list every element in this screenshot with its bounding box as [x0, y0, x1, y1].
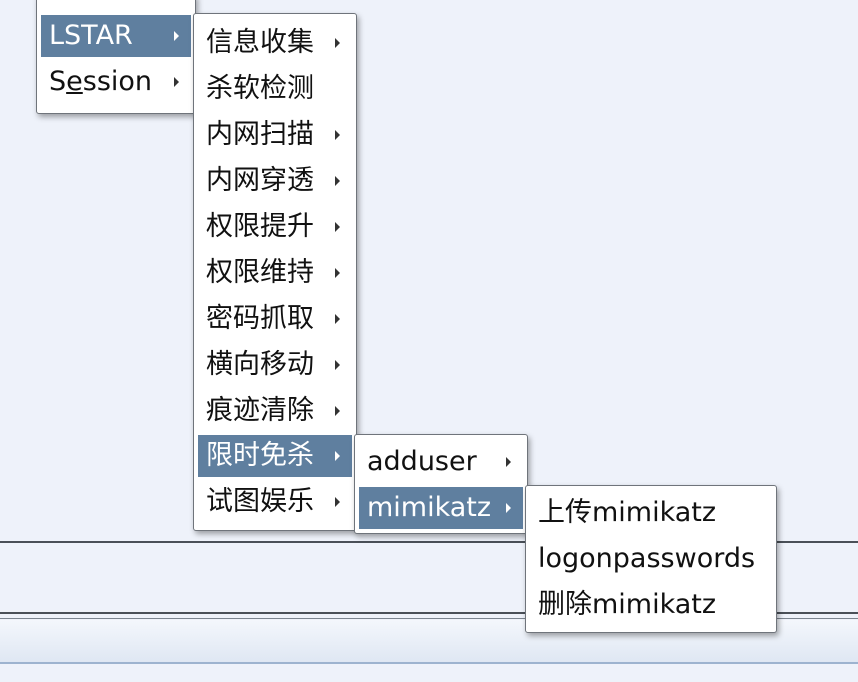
menu-item-mimikatz[interactable]: mimikatz: [359, 487, 523, 529]
menu-item-credential-dump[interactable]: 密码抓取: [198, 298, 352, 340]
menu-item-label: 试图娱乐: [206, 486, 314, 517]
divider-line-1: [0, 541, 858, 543]
menu-item-label: 权限提升: [206, 211, 314, 242]
menu-item-label: 删除mimikatz: [538, 589, 717, 620]
menu-item-upload-mimikatz[interactable]: 上传mimikatz: [530, 492, 772, 534]
menu-item-label: 痕迹清除: [206, 395, 314, 426]
menu-item-session[interactable]: Session: [41, 61, 191, 103]
menu-item-persistence[interactable]: 权限维持: [198, 252, 352, 294]
submenu-arrow-icon: [335, 406, 340, 416]
menu-item-info-gather[interactable]: 信息收集: [198, 22, 352, 64]
menu-item-label: 限时免杀: [206, 440, 314, 471]
menu-item-label: 密码抓取: [206, 303, 314, 334]
submenu-arrow-icon: [174, 77, 179, 87]
menu-item-label: 权限维持: [206, 257, 314, 288]
menu-item-label: mimikatz: [367, 492, 492, 523]
menu-item-privilege-escalation[interactable]: 权限提升: [198, 206, 352, 248]
menu-item-entertainment[interactable]: 试图娱乐: [198, 481, 352, 523]
menu-item-label: 杀软检测: [206, 73, 314, 104]
submenu-arrow-icon: [335, 38, 340, 48]
submenu-arrow-icon: [335, 314, 340, 324]
menu-item-trace-clear[interactable]: 痕迹清除: [198, 390, 352, 432]
menu-item-label: 信息收集: [206, 27, 314, 58]
submenu-arrow-icon: [335, 268, 340, 278]
submenu-arrow-icon: [506, 457, 511, 467]
submenu-arrow-icon: [335, 360, 340, 370]
submenu-arrow-icon: [335, 222, 340, 232]
menu-item-lateral-movement[interactable]: 横向移动: [198, 344, 352, 386]
lstar-submenu: 信息收集 杀软检测 内网扫描 内网穿透 权限提升 权限维持 密码抓取 横向移动 …: [193, 13, 357, 531]
bottom-strip: [0, 664, 858, 682]
submenu-arrow-icon: [335, 451, 340, 461]
menu-item-label: logonpasswords: [538, 543, 756, 574]
submenu-arrow-icon: [335, 176, 340, 186]
context-menu-root: LSTAR Session: [36, 0, 196, 114]
menu-item-lstar[interactable]: LSTAR: [41, 15, 191, 57]
menu-item-intranet-tunnel[interactable]: 内网穿透: [198, 160, 352, 202]
menu-item-label: adduser: [367, 446, 477, 477]
menu-item-label: 内网扫描: [206, 119, 314, 150]
menu-item-label: Session: [49, 66, 153, 97]
submenu-arrow-icon: [506, 503, 511, 513]
evasion-submenu: adduser mimikatz: [354, 434, 528, 534]
divider-line-3: [0, 618, 858, 619]
menu-item-adduser[interactable]: adduser: [359, 441, 523, 483]
menu-item-label: 上传mimikatz: [538, 497, 717, 528]
menu-item-label: 内网穿透: [206, 165, 314, 196]
menu-item-limited-av-evasion[interactable]: 限时免杀: [198, 435, 352, 477]
menu-item-label: 横向移动: [206, 349, 314, 380]
submenu-arrow-icon: [335, 497, 340, 507]
mimikatz-submenu: 上传mimikatz logonpasswords 删除mimikatz: [525, 485, 777, 633]
menu-item-logonpasswords[interactable]: logonpasswords: [530, 538, 772, 580]
menu-item-delete-mimikatz[interactable]: 删除mimikatz: [530, 584, 772, 626]
menu-item-intranet-scan[interactable]: 内网扫描: [198, 114, 352, 156]
submenu-arrow-icon: [174, 31, 179, 41]
submenu-arrow-icon: [335, 130, 340, 140]
menu-item-label: LSTAR: [49, 20, 133, 51]
menu-item-av-detect[interactable]: 杀软检测: [198, 68, 352, 110]
divider-line-2: [0, 612, 858, 614]
